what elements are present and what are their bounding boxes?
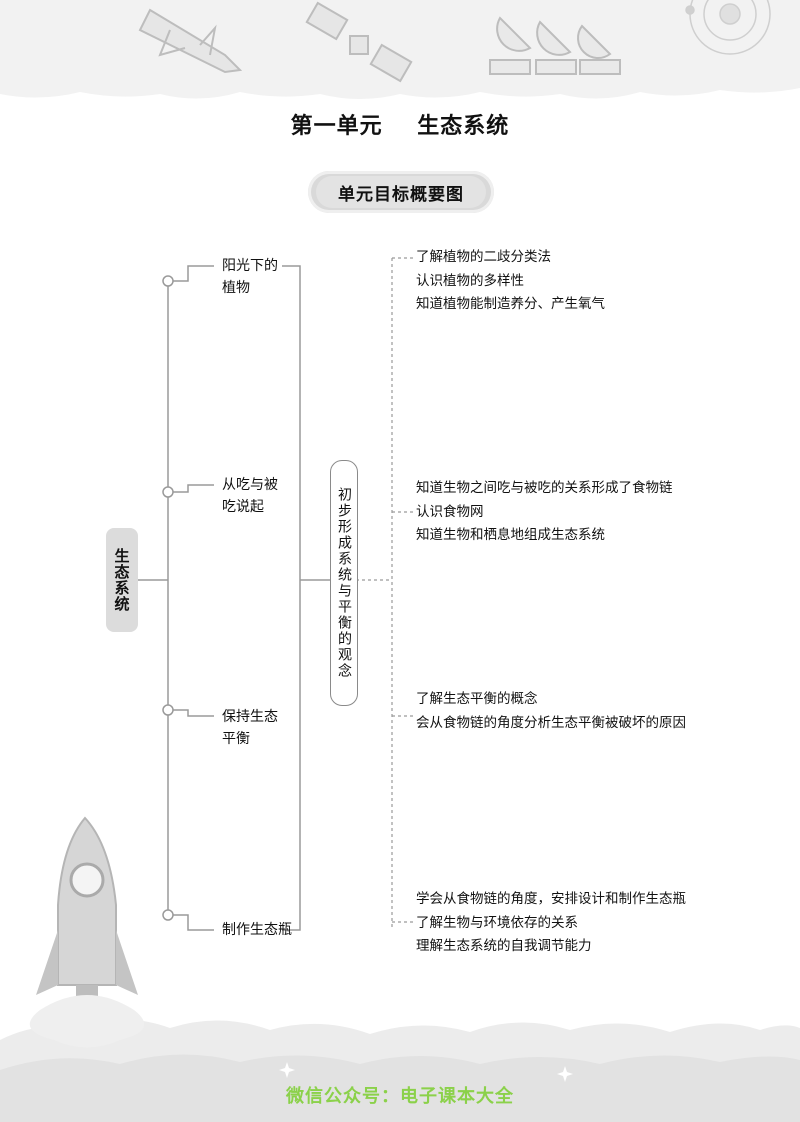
goal-group-3: 了解生态平衡的概念 会从食物链的角度分析生态平衡被破坏的原因 xyxy=(416,688,686,735)
topic-eco-bottle: 制作生态瓶 xyxy=(222,919,292,941)
topic-line: 制作生态瓶 xyxy=(222,922,292,938)
goal-item: 知道生物之间吃与被吃的关系形成了食物链 xyxy=(416,480,673,496)
goal-item: 认识食物网 xyxy=(416,503,484,520)
goal-item: 了解生物与环境依存的关系 xyxy=(416,914,578,931)
goal-item: 理解生态系统的自我调节能力 xyxy=(416,938,592,954)
concept-box: 初步形成系统与平衡的观念 xyxy=(330,460,358,706)
topic-line: 保持生态 xyxy=(222,709,278,725)
mindmap-connectors xyxy=(138,265,330,931)
topic-line: 平衡 xyxy=(222,731,250,747)
topic-ecological-balance: 保持生态 平衡 xyxy=(222,706,278,750)
topic-sunlight-plants: 阳光下的 植物 xyxy=(222,255,278,299)
topic-nodes xyxy=(162,275,174,921)
goal-group-2: 知道生物之间吃与被吃的关系形成了食物链 认识食物网 知道生物和栖息地组成生态系统 xyxy=(416,477,673,548)
goal-item: 了解生态平衡的概念 xyxy=(416,691,538,707)
topic-line: 植物 xyxy=(222,280,250,296)
goal-item: 会从食物链的角度分析生态平衡被破坏的原因 xyxy=(416,714,686,731)
space-shuttle-icon xyxy=(138,8,243,74)
mindmap-root: 生态系统 xyxy=(106,528,138,632)
goal-item: 学会从食物链的角度，安排设计和制作生态瓶 xyxy=(416,891,686,907)
solar-system-icon xyxy=(685,0,771,55)
radio-telescope-icon xyxy=(489,16,621,75)
topic-line: 从吃与被 xyxy=(222,477,278,493)
section-badge: 单元目标概要图 xyxy=(308,171,494,213)
topic-line: 阳光下的 xyxy=(222,258,278,274)
satellite-icon xyxy=(305,1,413,83)
section-badge-label: 单元目标概要图 xyxy=(316,176,486,208)
unit-title: 第一单元 生态系统 xyxy=(290,113,510,139)
footer-watermark: 微信公众号：电子课本大全 xyxy=(286,1086,514,1107)
rocket-icon xyxy=(29,816,145,1048)
goal-item: 了解植物的二歧分类法 xyxy=(416,249,551,265)
topic-food-chain: 从吃与被 吃说起 xyxy=(222,474,278,518)
top-cloud-band xyxy=(0,0,800,99)
goal-group-1: 了解植物的二歧分类法 认识植物的多样性 知道植物能制造养分、产生氧气 xyxy=(416,246,605,317)
goal-item: 认识植物的多样性 xyxy=(416,272,524,289)
goal-group-4: 学会从食物链的角度，安排设计和制作生态瓶 了解生物与环境依存的关系 理解生态系统… xyxy=(416,888,686,959)
goal-item: 知道生物和栖息地组成生态系统 xyxy=(416,527,605,543)
goal-connectors xyxy=(356,257,414,930)
topic-line: 吃说起 xyxy=(222,499,264,515)
goal-item: 知道植物能制造养分、产生氧气 xyxy=(416,296,605,312)
